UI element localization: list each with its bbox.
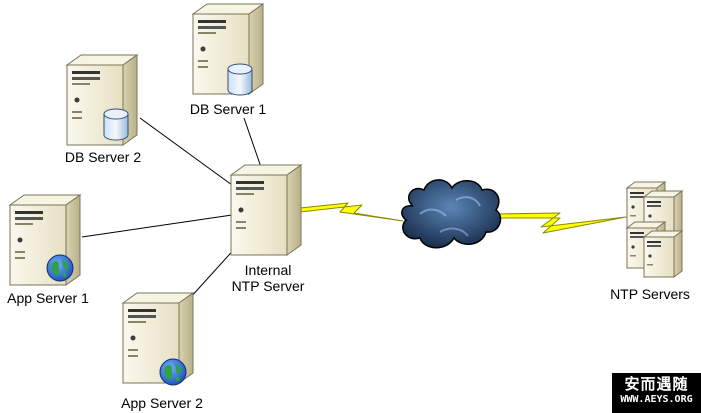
app-server-2-icon[interactable] (122, 292, 194, 386)
db-server-1-icon[interactable] (192, 3, 264, 96)
internal-ntp-server-label: Internal NTP Server (220, 262, 316, 294)
db-server-1-label: DB Server 1 (189, 101, 267, 117)
link-app2-ntp (189, 244, 239, 299)
internal-ntp-server-icon[interactable] (230, 164, 302, 256)
link-db2-ntp (139, 117, 233, 186)
ntp-servers-label: NTP Servers (610, 286, 690, 302)
internal-ntp-server-label-line2: NTP Server (231, 278, 305, 294)
connection-lines (81, 117, 263, 299)
internet-cloud (401, 179, 502, 249)
lightning-link-left (299, 202, 404, 222)
app-server-2-label: App Server 2 (121, 395, 203, 411)
watermark-title: 安而遇随 (624, 375, 689, 393)
watermark-url: WWW.AEYS.ORG (620, 394, 693, 405)
link-db1-ntp (243, 117, 263, 171)
app-server-1-label: App Server 1 (7, 290, 89, 306)
ntp-servers-icon[interactable] (626, 181, 683, 278)
watermark-badge: 安而遇随 WWW.AEYS.ORG (612, 373, 701, 413)
link-app1-ntp (81, 214, 233, 238)
lightning-link-right (495, 212, 627, 234)
internal-ntp-server-label-line1: Internal (244, 262, 292, 278)
app-server-1-icon[interactable] (9, 194, 81, 286)
db-server-2-label: DB Server 2 (64, 149, 142, 165)
database-icon (227, 63, 253, 96)
db-server-2-icon[interactable] (66, 54, 138, 146)
